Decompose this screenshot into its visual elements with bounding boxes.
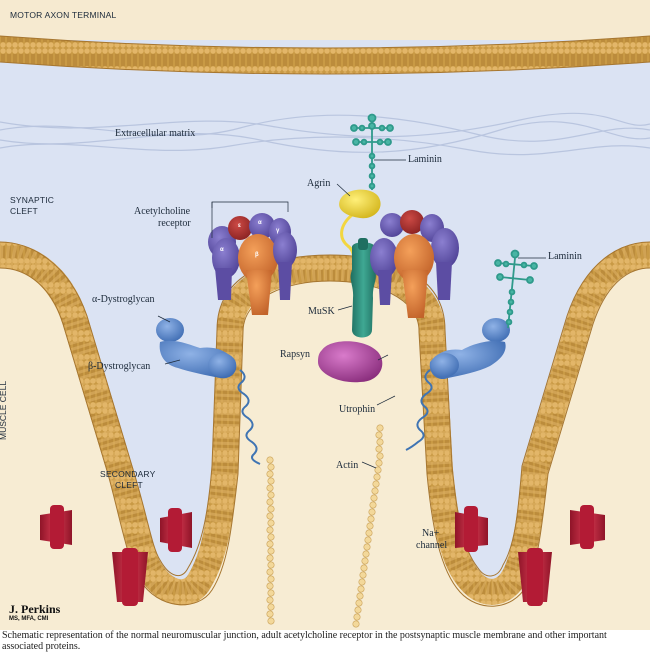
laminin-right [494,249,538,329]
leader-lines [157,159,546,469]
utrophin-left [237,369,261,465]
alpha-dystroglycan-label: α-Dystroglycan [92,294,155,305]
laminin-top [350,113,394,190]
axon-terminal-cytoplasm [0,0,650,40]
diagram-artwork [0,0,650,630]
beta-dystroglycan-label: β-Dystroglycan [88,361,151,372]
synaptic-cleft-label-1: SYNAPTIC [10,195,55,205]
laminin-top-label: Laminin [408,154,442,165]
na-channel-left-2 [160,508,192,552]
actin-filament-left [266,456,275,625]
utrophin-label: Utrophin [339,404,376,415]
achr-right [370,210,459,318]
subunit-gamma: γ [276,228,280,234]
extracellular-matrix-fibers [0,112,650,156]
dystroglycan-right [429,318,510,380]
musk-label: MuSK [308,306,335,317]
na-channel-right-2 [570,505,605,549]
muscle-cell-cytoplasm [0,255,650,630]
subunit-alpha-left: α [220,247,224,253]
musk-protein [350,238,377,338]
muscle-cell-label: MUSCLE CELL [0,380,8,440]
subunit-alpha-top: α [258,220,262,226]
subunit-beta: β [255,252,259,258]
actin-label: Actin [336,460,359,471]
secondary-cleft-label-1: SECONDARY [100,469,156,479]
rapsyn-protein [318,341,383,383]
figure-caption: Schematic representation of the normal n… [2,630,607,652]
subunit-epsilon: ε [238,223,241,229]
extracellular-matrix-label: Extracellular matrix [115,128,196,139]
artist-credentials: MS, MFA, CMI [9,616,49,622]
na-channel-bottom-left [112,548,148,606]
agrin-label: Agrin [307,178,331,189]
synaptic-cleft-label-2: CLEFT [10,206,38,216]
na-channel-right-1 [455,506,488,552]
dystroglycan-left [156,318,237,379]
na-channel-bottom-right [518,548,552,606]
laminin-right-label: Laminin [548,251,582,262]
achr-label-1: Acetylcholine [134,206,191,217]
rapsyn-label: Rapsyn [280,349,310,360]
na-channel-label-2: channel [416,540,448,551]
actin-filament-right [352,424,384,628]
artist-signature: J. Perkins [9,602,61,616]
secondary-cleft-label-2: CLEFT [115,480,143,490]
na-channel-label-1: Na+ [422,528,440,539]
na-channel-left-1 [40,505,72,549]
motor-axon-terminal-label: MOTOR AXON TERMINAL [10,10,117,20]
utrophin-right [405,369,433,451]
achr-label-2: receptor [158,218,191,229]
achr-left [208,213,297,315]
